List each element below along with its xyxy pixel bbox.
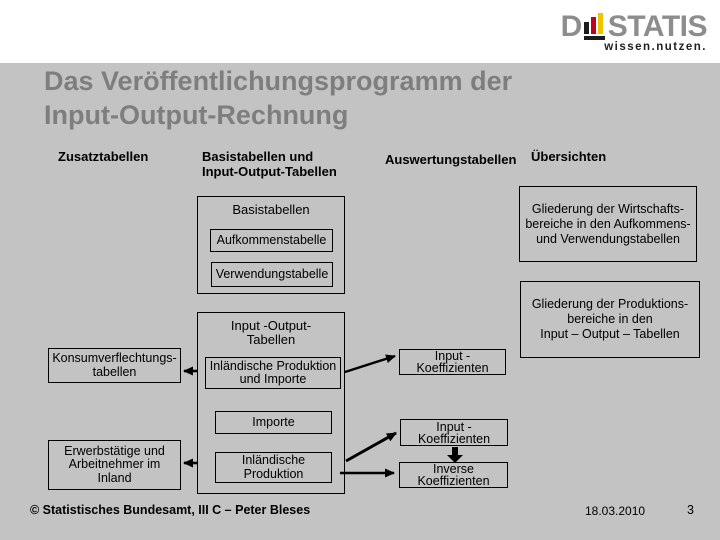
bar-chart-icon (583, 13, 607, 40)
box-verwendungstabelle: Verwendungstabelle (211, 262, 333, 287)
box-importe: Importe (215, 411, 332, 434)
box-erwerbstaetige-label: Erwerbstätige und Arbeitnehmer im Inland (64, 443, 165, 485)
arrow-inlprodimporte-to-inputkoeff1 (344, 354, 396, 374)
group-basistabellen-title: Basistabellen (232, 202, 310, 217)
logo-statis-text: STATIS (607, 10, 708, 43)
box-gliederung-produktion-label: Gliederung der Produktions- bereiche in … (531, 297, 689, 341)
box-inlaendische-produktion-und-importe: Inländische Produktion und Importe (205, 357, 341, 389)
box-input-koeff-1-label: Input - Koeffizienten (416, 349, 489, 375)
box-aufkommenstabelle-label: Aufkommenstabelle (216, 232, 327, 247)
footer-date: 18.03.2010 (585, 504, 646, 518)
column-header-basistabellen: Basistabellen und Input-Output-Tabellen (202, 149, 337, 179)
box-aufkommenstabelle: Aufkommenstabelle (210, 229, 333, 252)
destatis-logo: D STATIS wissen.nutzen. (560, 10, 708, 54)
group-basistabellen: Basistabellen Aufkommenstabelle Verwendu… (197, 196, 345, 294)
box-konsum-label: Konsumverflechtungs- tabellen (52, 351, 177, 379)
destatis-wordmark: D STATIS (560, 10, 708, 43)
box-verwendungstabelle-label: Verwendungstabelle (215, 266, 329, 281)
footer-credit: © Statistisches Bundesamt, III C – Peter… (30, 503, 311, 517)
box-input-koeff-2-label: Input - Koeffizienten (417, 419, 491, 446)
box-erwerbstaetige: Erwerbstätige und Arbeitnehmer im Inland (48, 440, 181, 490)
arrow-inputkoeff2-down-to-inversekoeff (447, 447, 463, 463)
box-input-koeffizienten-2: Input - Koeffizienten (400, 419, 508, 446)
box-inverse-koeffizienten: Inverse Koeffizienten (399, 462, 508, 488)
box-inl-prod-importe-label: Inländische Produktion und Importe (209, 358, 337, 386)
column-header-zusatztabellen: Zusatztabellen (58, 149, 149, 164)
box-importe-label: Importe (252, 414, 295, 429)
box-gliederung-wirtschaftsbereiche: Gliederung der Wirtschafts- bereiche in … (519, 186, 697, 262)
group-io-title: Input -Output- Tabellen (230, 318, 312, 347)
slide-title: Das Veröffentlichungsprogramm der Input-… (44, 66, 513, 130)
box-input-koeffizienten-1: Input - Koeffizienten (399, 349, 506, 375)
box-gliederung-produktionsbereiche: Gliederung der Produktions- bereiche in … (520, 281, 700, 358)
box-gliederung-wirtschaft-label: Gliederung der Wirtschafts- bereiche in … (525, 201, 691, 246)
arrow-inlprod-to-inputkoeff2 (345, 431, 397, 463)
box-inverse-koeff-label: Inverse Koeffizienten (417, 462, 490, 488)
box-konsumverflechtungstabellen: Konsumverflechtungs- tabellen (48, 348, 181, 383)
column-header-uebersichten: Übersichten (531, 149, 607, 164)
group-input-output-tabellen: Input -Output- Tabellen Inländische Prod… (197, 312, 345, 494)
footer-page-number: 3 (687, 503, 694, 517)
logo-letter-d: D (560, 10, 583, 43)
column-header-auswertungstabellen: Auswertungstabellen (385, 152, 517, 167)
box-inl-prod-label: Inländische Produktion (241, 453, 306, 481)
box-inlaendische-produktion: Inländische Produktion (215, 452, 332, 483)
logo-tagline: wissen.nutzen. (604, 41, 707, 53)
